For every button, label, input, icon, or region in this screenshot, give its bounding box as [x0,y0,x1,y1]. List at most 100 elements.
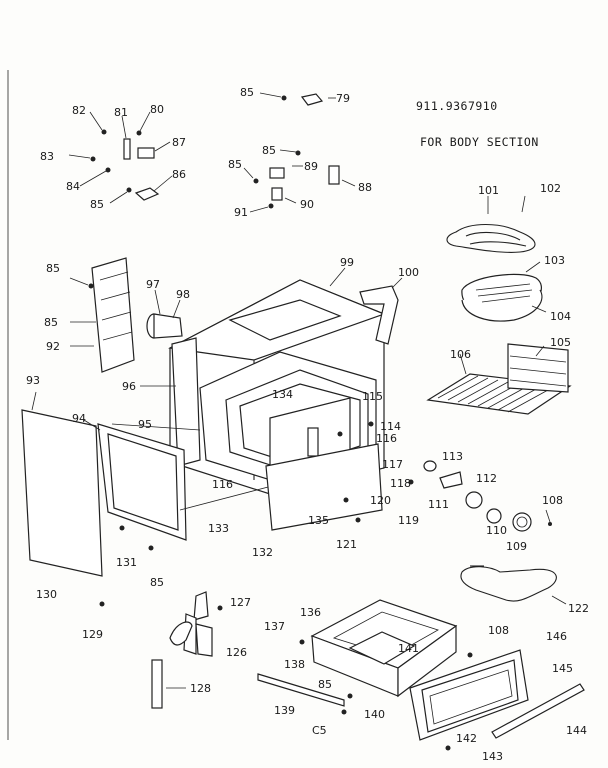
callout-103: 103 [544,254,565,267]
bottom-panel-132 [265,443,383,531]
callout-110: 110 [486,524,507,537]
oven-rack-106 [426,343,572,415]
hinge-bracket-part [137,147,155,159]
callout-128: 128 [190,682,211,695]
small-screws [99,421,414,607]
light-lens-135 [307,427,319,457]
drawer-front-145 [409,649,529,751]
callout-85: 85 [44,316,58,329]
callout-95: 95 [138,418,152,431]
callout-85: 85 [90,198,104,211]
callout-130: 130 [36,588,57,601]
callout-98: 98 [176,288,190,301]
callout-80: 80 [150,103,164,116]
callout-131: 131 [116,556,137,569]
bracket-88-part [328,165,340,185]
callout-93: 93 [26,374,40,387]
callout-141: 141 [398,642,419,655]
callout-86: 86 [172,168,186,181]
callout-108: 108 [488,624,509,637]
callout-97: 97 [146,278,160,291]
callout-87: 87 [172,136,186,149]
callout-138: 138 [284,658,305,671]
callout-101: 101 [478,184,499,197]
broiler-pan-103 [461,261,547,322]
callout-129: 129 [82,628,103,641]
callout-labels: 79 85 82 81 80 87 83 84 86 85 85 89 85 8… [26,86,589,763]
callout-133: 133 [208,522,229,535]
callout-79: 79 [336,92,350,105]
callout-143: 143 [482,750,503,763]
callout-106: 106 [450,348,471,361]
callout-81: 81 [114,106,128,119]
oven-body-99 [168,267,386,495]
side-panel-92 [69,257,135,373]
callout-142: 142 [456,732,477,745]
callout-118: 118 [390,477,411,490]
callout-83: 83 [40,150,54,163]
callout-137: 137 [264,620,285,633]
callout-108: 108 [542,494,563,507]
front-trim-96 [140,337,201,467]
hinge-hardware-group [90,129,160,201]
callout-90: 90 [300,198,314,211]
model-number: 911.9367910 [416,99,498,113]
callout-117: 117 [382,458,403,471]
clip-90-part [271,187,283,201]
callout-112: 112 [476,472,497,485]
callout-85: 85 [228,158,242,171]
callout-146: 146 [546,630,567,643]
rack-guide-105 [507,343,569,393]
hinge-rod-128 [151,659,163,709]
hinge-plate-part [134,187,160,201]
callout-114: 114 [380,420,401,433]
callout-145: 145 [552,662,573,675]
callout-85: 85 [262,144,276,157]
leader-lines-top-left [68,111,173,204]
callout-116: 116 [376,432,397,445]
callout-139: 139 [274,704,295,717]
top-center-hardware [243,92,356,213]
socket-hardware [423,460,552,532]
bake-element-122 [460,565,567,605]
callout-99: 99 [340,256,354,269]
section-title: FOR BODY SECTION [420,135,539,149]
callout-119: 119 [398,514,419,527]
door-hinge-126 [169,591,223,657]
callout-120: 120 [370,494,391,507]
callout-140: 140 [364,708,385,721]
callout-134: 134 [272,388,293,401]
callout-96: 96 [122,380,136,393]
kick-plate-144 [491,683,585,739]
clip-89-part [269,167,285,179]
drawer-rail-139 [257,673,345,707]
callout-135: 135 [308,514,329,527]
callout-113: 113 [442,450,463,463]
bottom-rail-133 [179,485,273,511]
callout-88: 88 [358,181,372,194]
vent-duct-100 [359,277,403,345]
callout-132: 132 [252,546,273,559]
callout-92: 92 [46,340,60,353]
callout-c5: C5 [312,724,327,737]
callout-84: 84 [66,180,80,193]
callout-136: 136 [300,606,321,619]
callout-121: 121 [336,538,357,551]
callout-100: 100 [398,266,419,279]
door-frame-94 [83,419,201,541]
callout-91: 91 [234,206,248,219]
callout-94: 94 [72,412,86,425]
bracket-79-part [300,93,324,106]
callout-122: 122 [568,602,589,615]
callout-104: 104 [550,310,571,323]
callout-102: 102 [540,182,561,195]
callout-85: 85 [240,86,254,99]
callout-85: 85 [318,678,332,691]
callout-126: 126 [226,646,247,659]
callout-144: 144 [566,724,587,737]
broil-element-101 [446,195,536,253]
callout-111: 111 [428,498,449,511]
hinge-pin-part [123,138,131,160]
callout-85: 85 [150,576,164,589]
